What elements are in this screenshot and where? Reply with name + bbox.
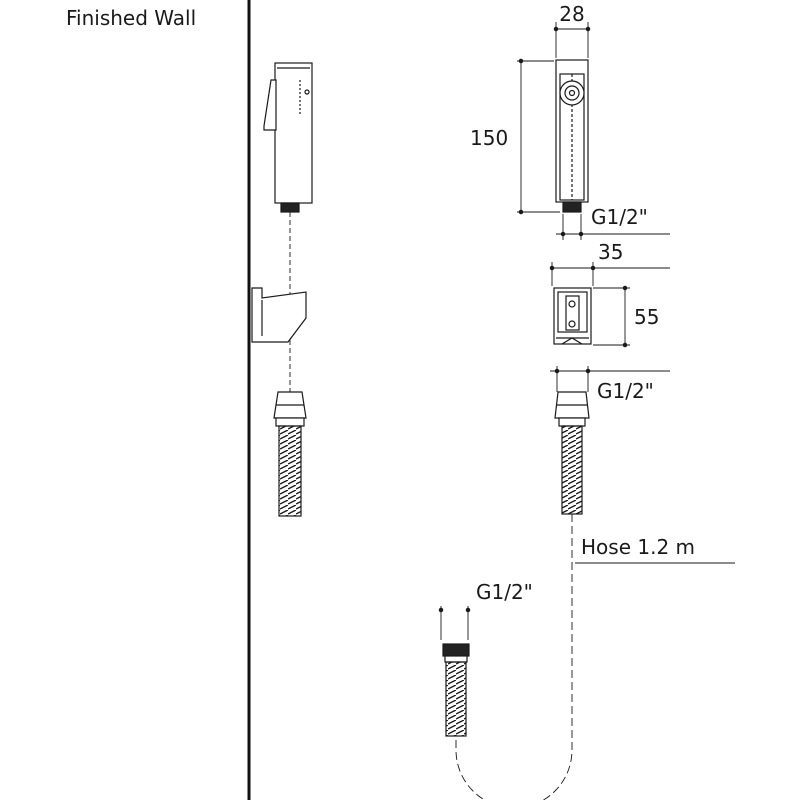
spray-button-icon — [559, 80, 585, 106]
front-hose — [561, 425, 583, 515]
dim-bracket-width-label: 35 — [598, 240, 623, 264]
thread-hose-end-label: G1/2" — [476, 580, 533, 604]
finished-wall-label: Finished Wall — [66, 6, 196, 30]
front-wall-bracket — [553, 287, 592, 345]
dim-bracket-width — [549, 262, 670, 286]
dim-head-width — [553, 22, 591, 58]
front-view — [438, 22, 735, 800]
dim-bracket-height — [593, 285, 630, 348]
front-shower-head — [555, 59, 589, 213]
dim-head-width-label: 28 — [559, 2, 584, 26]
hose-loop — [455, 514, 573, 800]
dim-bracket-thread — [550, 366, 670, 392]
side-wall-bracket — [251, 287, 307, 343]
side-hose — [278, 425, 302, 517]
side-shower-head — [263, 62, 313, 213]
side-view — [251, 62, 313, 517]
hose-end-fitting — [442, 643, 470, 737]
dim-head-thread — [556, 214, 670, 240]
thread-bracket-label: G1/2" — [597, 379, 654, 403]
side-hose-nut — [273, 391, 307, 427]
screw-icon — [568, 300, 576, 308]
thread-head-label: G1/2" — [591, 205, 648, 229]
dim-hose-end-thread — [438, 606, 471, 640]
hose-label: Hose 1.2 m — [581, 535, 695, 559]
dim-head-height-label: 150 — [470, 126, 508, 150]
dim-head-height — [517, 58, 560, 215]
dim-bracket-height-label: 55 — [634, 305, 659, 329]
screw-icon — [568, 320, 576, 328]
front-hose-nut — [554, 391, 590, 427]
